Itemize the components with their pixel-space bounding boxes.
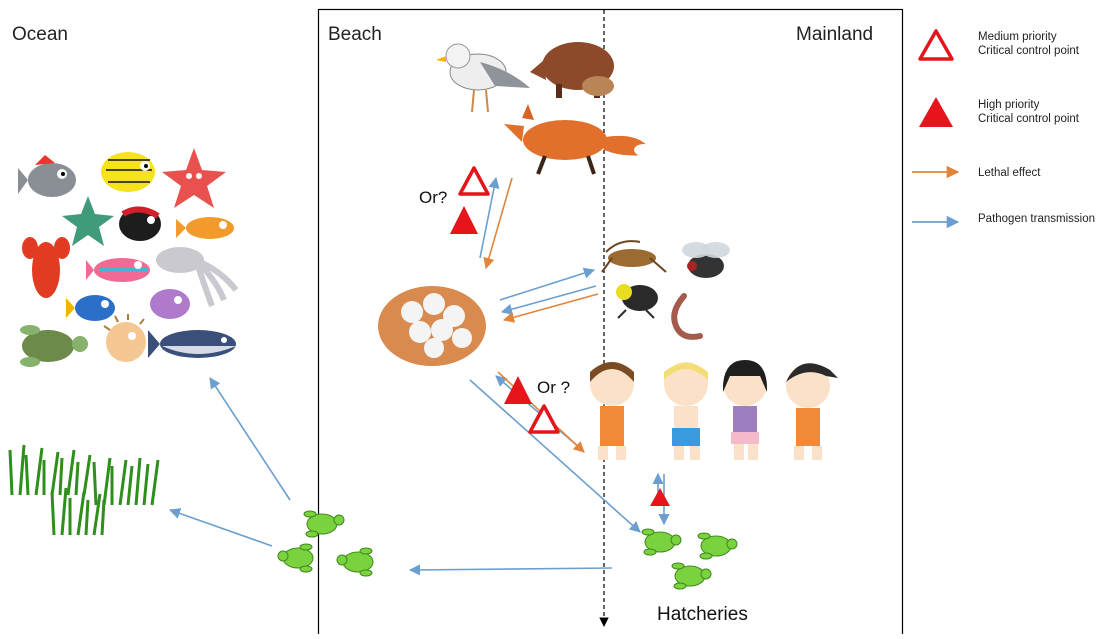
turtle-icon: [278, 544, 313, 572]
seagrass-icon: [10, 445, 158, 535]
fox-icon: [504, 104, 654, 174]
or-question-humans: Or ?: [537, 378, 570, 398]
tuna-icon: [148, 330, 236, 358]
legend-medium-priority-icon: [920, 31, 952, 59]
worm-icon: [674, 296, 700, 337]
or-question-predators: Or?: [419, 188, 447, 208]
lethal-arrow: [486, 178, 512, 268]
hatcheries-label: Hatcheries: [657, 604, 748, 626]
egg-nest-icon: [378, 286, 486, 366]
fish-icon: [86, 258, 150, 282]
turtle-icon: [642, 529, 681, 555]
legend-medium-line2: Critical control point: [978, 44, 1079, 58]
lobster-icon: [22, 237, 70, 298]
cricket-icon: [602, 241, 666, 272]
child-icon: [786, 363, 838, 460]
turtle-icon: [20, 325, 88, 367]
legend-high-priority: High priority Critical control point: [978, 98, 1079, 126]
pathogen-arrow: [500, 270, 594, 300]
pufferfish-icon: [104, 314, 146, 362]
medium-priority-marker: [460, 168, 488, 194]
fish-icon: [150, 289, 190, 319]
fish-icon: [101, 152, 155, 192]
fly-icon: [682, 242, 730, 278]
legend-high-line1: High priority: [978, 98, 1079, 112]
wild-boar-icon: [530, 42, 614, 98]
ocean-life-group: [18, 148, 236, 367]
child-icon: [664, 362, 708, 460]
zone-label-ocean: Ocean: [12, 24, 68, 46]
child-icon: [590, 362, 634, 460]
legend-lethal-effect: Lethal effect: [978, 166, 1040, 180]
seagull-icon: [436, 44, 530, 112]
legend-pathogen-transmission: Pathogen transmission: [978, 212, 1095, 226]
legend-medium-priority: Medium priority Critical control point: [978, 30, 1079, 58]
pathogen-arrow: [170, 510, 272, 546]
fish-icon: [176, 217, 234, 239]
zone-label-mainland: Mainland: [796, 24, 873, 46]
zone-label-beach: Beach: [328, 24, 382, 46]
legend-medium-line1: Medium priority: [978, 30, 1079, 44]
legend: [912, 31, 958, 222]
turtle-icon: [698, 533, 737, 559]
child-icon: [723, 360, 767, 460]
turtle-icon: [672, 563, 711, 589]
high-priority-marker: [504, 376, 532, 404]
legend-high-line2: Critical control point: [978, 112, 1079, 126]
fish-icon: [119, 207, 161, 241]
fish-icon: [18, 155, 76, 197]
fish-icon: [66, 295, 115, 321]
high-priority-marker: [450, 206, 478, 234]
turtle-icon: [304, 511, 344, 537]
pathogen-arrow: [210, 378, 290, 500]
starfish-icon: [62, 196, 114, 246]
medium-priority-marker: [530, 406, 558, 432]
beetle-icon: [616, 284, 658, 318]
high-priority-marker: [650, 488, 670, 506]
pathogen-arrow: [410, 568, 612, 570]
legend-high-priority-icon: [919, 97, 953, 127]
starfish-icon: [162, 148, 226, 208]
turtle-hatchling-group: [278, 511, 737, 589]
turtle-icon: [337, 548, 373, 576]
